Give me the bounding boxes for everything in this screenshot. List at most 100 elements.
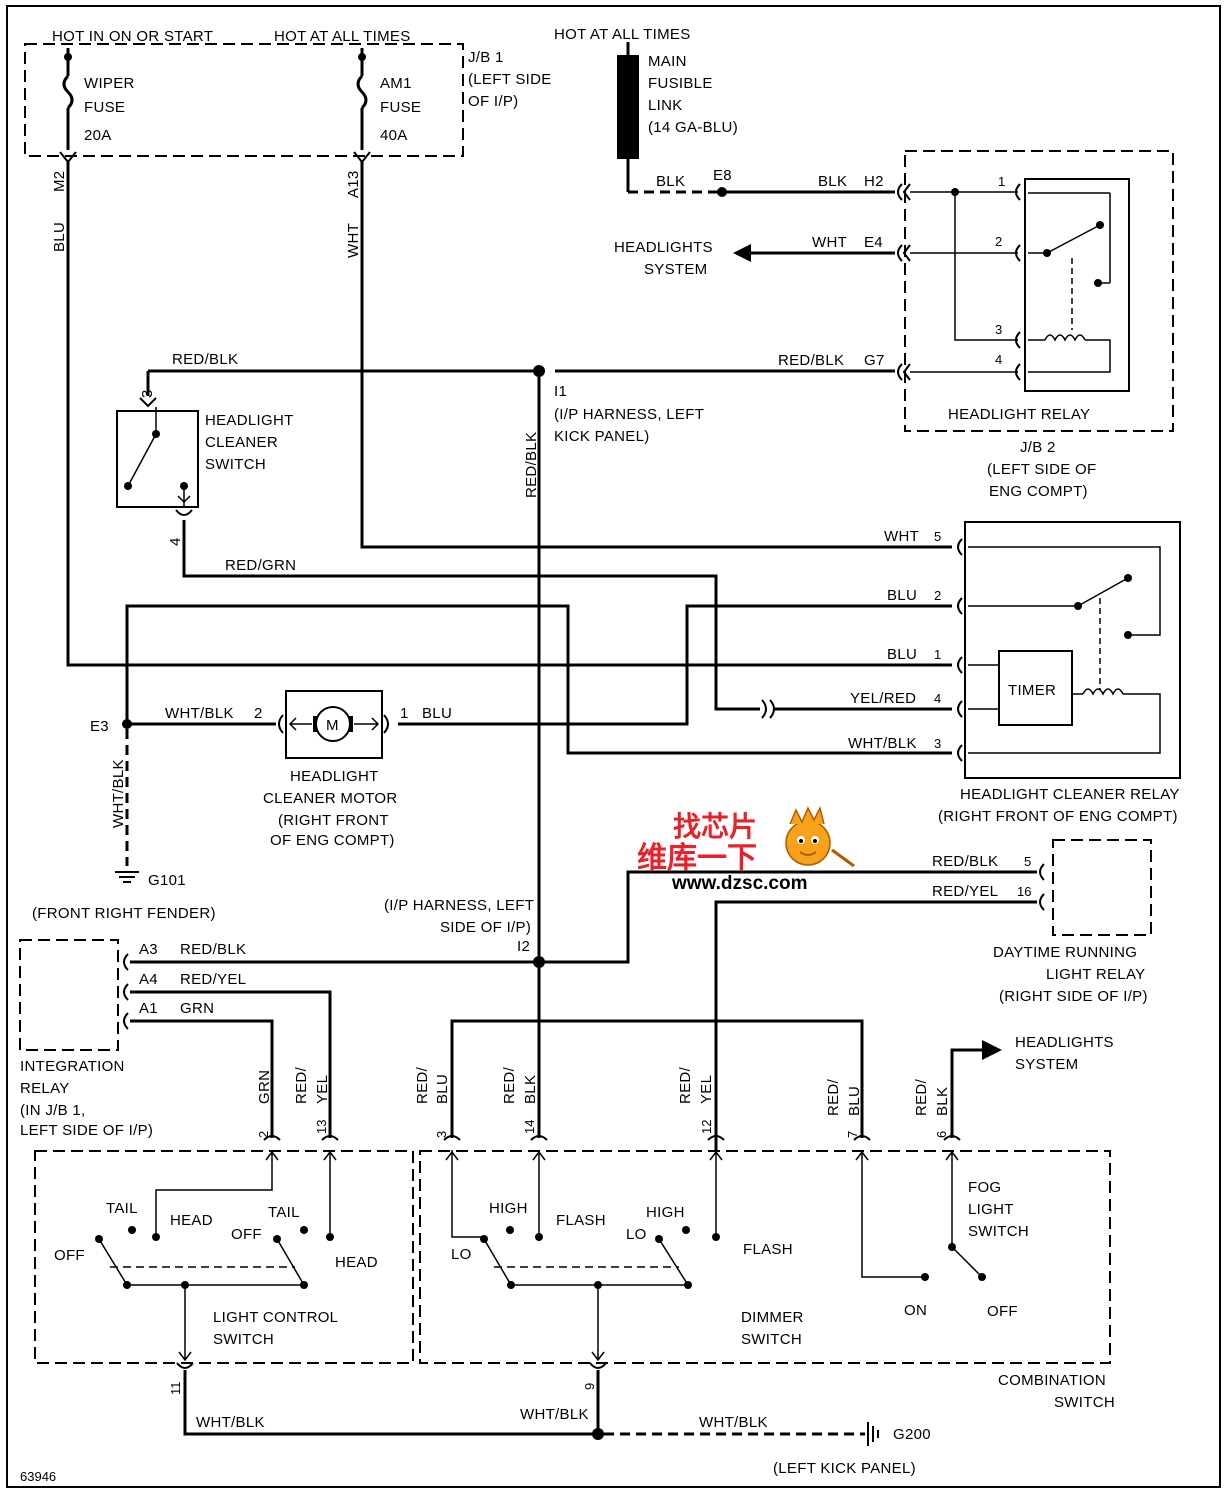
cleaner-switch-label-2: CLEANER (205, 434, 278, 451)
hot-at-all-times-label: HOT AT ALL TIMES (274, 28, 411, 45)
grn-a1-label: GRN (180, 1000, 214, 1017)
wht-blk-relay-label: WHT/BLK (848, 735, 917, 752)
relay-pin-3: 3 (995, 322, 1002, 337)
blk-wire-label: BLK (656, 173, 685, 190)
red-blk-a3-label: RED/BLK (180, 941, 246, 958)
drl-pin-16: 16 (1017, 884, 1031, 899)
pin-12-label: 12 (699, 1120, 714, 1134)
red-blu-label-1: RED/ (414, 1066, 431, 1104)
integration-relay-label-2: RELAY (20, 1080, 70, 1097)
light-control-switch-label: LIGHT CONTROL (213, 1309, 338, 1326)
red-yel-a4-label: RED/YEL (180, 971, 246, 988)
light-control-switch-box (34, 1150, 414, 1364)
wht-blk-pin11-label: WHT/BLK (196, 1414, 265, 1431)
m2-label: M2 (51, 171, 68, 192)
i2-label: I2 (517, 938, 530, 955)
motor-symbol: M (326, 717, 339, 734)
integration-relay-location-2: LEFT SIDE OF I/P) (20, 1122, 153, 1139)
timer-label: TIMER (1008, 682, 1056, 699)
front-right-fender-label: (FRONT RIGHT FENDER) (32, 905, 216, 922)
red-yel-wire-label-1: RED/ (293, 1066, 310, 1104)
headlights-system-label-2: SYSTEM (644, 261, 707, 278)
yel-red-wire-label: YEL/RED (850, 690, 916, 707)
jb2-label: J/B 2 (1020, 439, 1056, 456)
a1-label: A1 (139, 1000, 158, 1017)
i1-location-2: KICK PANEL) (554, 428, 650, 445)
g200-ground-icon (867, 1422, 879, 1446)
wiper-fuse-rating: 20A (84, 127, 112, 144)
dimmer-high-label: HIGH (489, 1200, 528, 1217)
motor-pin-1: 1 (400, 705, 409, 722)
headlight-cleaner-switch (116, 410, 199, 508)
cleaner-switch-label-3: SWITCH (205, 456, 266, 473)
headlight-relay-contact (1046, 224, 1101, 254)
combination-switch-connectors (263, 1135, 961, 1141)
red-blk-wire-label: RED/BLK (172, 351, 238, 368)
i2-location: (I/P HARNESS, LEFT (384, 897, 534, 914)
e8-label: E8 (713, 167, 732, 184)
jb1-box (24, 43, 464, 157)
grn-a1-wire (130, 1019, 274, 1138)
headlights-system-label-3: HEADLIGHTS (1015, 1034, 1114, 1051)
headlights-system-label: HEADLIGHTS (614, 239, 713, 256)
pin-13-label: 13 (314, 1120, 329, 1134)
blk-wire-label-2: BLK (818, 173, 847, 190)
outer-frame (6, 5, 1221, 1488)
i2-splice (533, 956, 545, 968)
red-blk-fog-wire (950, 1048, 984, 1138)
cleaner-relay-pin-4: 4 (934, 691, 941, 706)
jb2-box (904, 150, 1174, 432)
jb2-location: (LEFT SIDE OF (987, 461, 1096, 478)
am1-fuse-label-2: FUSE (380, 99, 421, 116)
drl-relay-box (1052, 839, 1152, 936)
fog-switch-label: FOG (968, 1179, 1001, 1196)
headlights-arrow-icon-2 (982, 1040, 1002, 1060)
combination-switch-label: COMBINATION (998, 1372, 1106, 1389)
cleaner-motor-label-2: CLEANER MOTOR (263, 790, 397, 807)
pin-6-label: 6 (934, 1131, 949, 1138)
cleaner-relay-pin-3: 3 (934, 736, 941, 751)
timer-module (998, 650, 1073, 726)
cleaner-relay-coil-icon (1082, 688, 1124, 696)
integration-relay-label: INTEGRATION (20, 1058, 125, 1075)
red-yel-a4-wire (130, 990, 332, 1138)
integration-relay-box (19, 939, 119, 1051)
jb1-label: J/B 1 (468, 49, 504, 66)
blu-motor-wire (398, 604, 952, 726)
cleaner-switch-label: HEADLIGHT (205, 412, 294, 429)
main-fusible-link-label-3: LINK (648, 97, 683, 114)
dimmer-switch-label-2: SWITCH (741, 1331, 802, 1348)
e3-label: E3 (90, 718, 109, 735)
pin-14-label: 14 (522, 1120, 537, 1134)
relay-pin-1: 1 (998, 174, 1005, 189)
combination-switch-label-2: SWITCH (1054, 1394, 1115, 1411)
relay-pin-4: 4 (995, 352, 1002, 367)
wiper-fuse-label-2: FUSE (84, 99, 125, 116)
main-fusible-link-label-2: FUSIBLE (648, 75, 713, 92)
motor-pin-2: 2 (254, 705, 263, 722)
left-kick-panel-label: (LEFT KICK PANEL) (773, 1460, 916, 1477)
red-blk-drl-label: RED/BLK (932, 853, 998, 870)
headlight-cleaner-motor (285, 690, 383, 759)
dimmer-switch-label: DIMMER (741, 1309, 804, 1326)
fog-switch-label-2: LIGHT (968, 1201, 1014, 1218)
red-blu-wire (450, 1019, 864, 1138)
headlights-system-label-4: SYSTEM (1015, 1056, 1078, 1073)
jb2-location-2: ENG COMPT) (989, 483, 1088, 500)
cleaner-relay-location: (RIGHT FRONT OF ENG COMPT) (938, 808, 1178, 825)
watermark-text-2: 维库一下 (637, 841, 757, 876)
cleaner-relay-label: HEADLIGHT CLEANER RELAY (960, 786, 1180, 803)
wht-blk-ground-11 (183, 1370, 598, 1436)
pin-7-label: 7 (845, 1131, 860, 1138)
red-grn-wire-label: RED/GRN (225, 557, 296, 574)
wht-blk-ground-label: WHT/BLK (110, 759, 127, 828)
red-grn-wire (182, 520, 760, 711)
a3-label: A3 (139, 941, 158, 958)
wht-wire-a13 (360, 162, 952, 549)
i1-location: (I/P HARNESS, LEFT (554, 406, 704, 423)
a13-label: A13 (345, 170, 362, 198)
lcs-off-label-2: OFF (231, 1226, 262, 1243)
red-blk-label-2: BLK (522, 1075, 539, 1104)
e4-label: E4 (864, 234, 883, 251)
ground-splice (592, 1428, 604, 1440)
